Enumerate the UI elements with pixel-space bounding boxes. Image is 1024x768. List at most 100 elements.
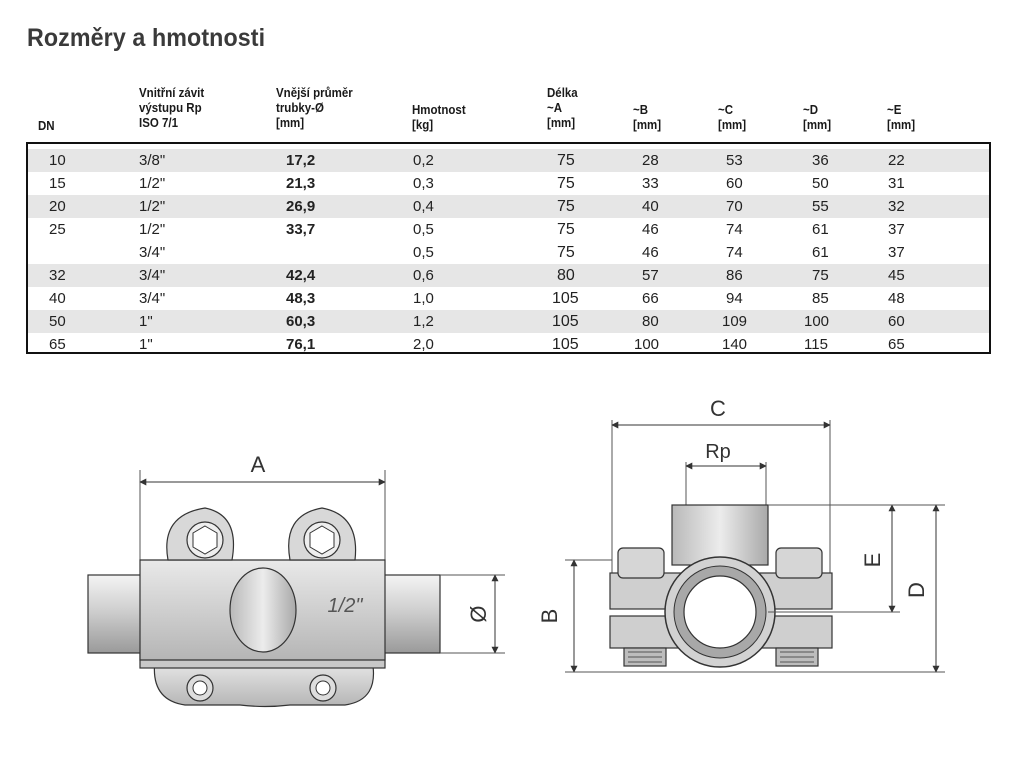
cell-thread: 1" — [139, 313, 153, 330]
cell-d: 100 — [804, 313, 830, 330]
cell-a: 80 — [557, 267, 575, 284]
cell-c: 94 — [726, 290, 743, 307]
table-row: 50 1" 60,3 1,2 105 80 109 100 60 — [28, 310, 989, 333]
cell-dn: 50 — [49, 313, 66, 330]
cell-e: 32 — [888, 198, 905, 215]
cell-e: 37 — [888, 244, 905, 261]
dim-label-diameter: Ø — [466, 605, 491, 622]
table-row: 3/4" 0,5 75 46 74 61 37 — [28, 241, 989, 264]
cell-diameter: 21,3 — [286, 175, 316, 192]
cell-d: 36 — [812, 152, 829, 169]
cell-e: 45 — [888, 267, 905, 284]
cell-c: 74 — [726, 244, 743, 261]
cell-d: 61 — [812, 244, 829, 261]
cell-diameter: 76,1 — [286, 336, 316, 353]
header-c: ~C [mm] — [718, 103, 747, 132]
table-row: 15 1/2" 21,3 0,3 75 33 60 50 31 — [28, 172, 989, 195]
cell-weight: 2,0 — [413, 336, 434, 353]
cell-b: 46 — [642, 244, 659, 261]
cell-diameter: 26,9 — [286, 198, 316, 215]
cell-a: 105 — [552, 313, 579, 330]
cell-weight: 0,5 — [413, 221, 434, 238]
cell-dn: 25 — [49, 221, 66, 238]
cell-weight: 0,3 — [413, 175, 434, 192]
cell-b: 33 — [642, 175, 659, 192]
side-view-drawing: A 1/2" Ø — [87, 452, 505, 708]
cell-thread: 3/4" — [139, 290, 166, 307]
cell-c: 140 — [722, 336, 748, 353]
cell-weight: 0,6 — [413, 267, 434, 284]
cell-thread: 1/2" — [139, 175, 166, 192]
cell-c: 60 — [726, 175, 743, 192]
cell-diameter: 48,3 — [286, 290, 316, 307]
cell-b: 80 — [642, 313, 659, 330]
header-b: ~B [mm] — [633, 103, 662, 132]
cell-c: 53 — [726, 152, 743, 169]
cell-weight: 0,4 — [413, 198, 434, 215]
cell-a: 75 — [557, 175, 575, 192]
cell-e: 37 — [888, 221, 905, 238]
cell-c: 109 — [722, 313, 748, 330]
dim-label-rp: Rp — [705, 441, 731, 463]
dim-label-a: A — [251, 452, 266, 477]
cell-thread: 1" — [139, 336, 153, 353]
cell-thread: 1/2" — [139, 221, 166, 238]
dim-label-d: D — [904, 582, 929, 598]
table-row: 10 3/8" 17,2 0,2 75 28 53 36 22 — [28, 149, 989, 172]
cell-d: 61 — [812, 221, 829, 238]
cell-diameter: 42,4 — [286, 267, 316, 284]
cell-c: 86 — [726, 267, 743, 284]
cell-c: 74 — [726, 221, 743, 238]
table-row: 25 1/2" 33,7 0,5 75 46 74 61 37 — [28, 218, 989, 241]
cell-e: 31 — [888, 175, 905, 192]
cell-e: 65 — [888, 336, 905, 353]
cell-dn: 15 — [49, 175, 66, 192]
cell-thread: 3/4" — [139, 244, 166, 261]
cell-b: 66 — [642, 290, 659, 307]
cell-c: 70 — [726, 198, 743, 215]
cell-a: 105 — [552, 290, 579, 307]
header-weight: Hmotnost [kg] — [412, 103, 466, 132]
cell-weight: 1,2 — [413, 313, 434, 330]
table-row: 32 3/4" 42,4 0,6 80 57 86 75 45 — [28, 264, 989, 287]
dim-label-b: B — [537, 609, 562, 624]
cell-e: 60 — [888, 313, 905, 330]
technical-drawing: A 1/2" Ø C — [87, 396, 945, 708]
cell-a: 75 — [557, 152, 575, 169]
cell-d: 55 — [812, 198, 829, 215]
cell-diameter: 60,3 — [286, 313, 316, 330]
cell-diameter: 17,2 — [286, 152, 316, 169]
cell-b: 46 — [642, 221, 659, 238]
cell-thread: 1/2" — [139, 198, 166, 215]
cell-dn: 32 — [49, 267, 66, 284]
cell-e: 22 — [888, 152, 905, 169]
table-row: 40 3/4" 48,3 1,0 105 66 94 85 48 — [28, 287, 989, 310]
cell-a: 75 — [557, 221, 575, 238]
cell-weight: 0,2 — [413, 152, 434, 169]
cell-dn: 40 — [49, 290, 66, 307]
dimensions-table: 10 3/8" 17,2 0,2 75 28 53 36 22 15 1/2" … — [26, 142, 991, 354]
header-length-a: Délka ~A [mm] — [547, 86, 578, 130]
cell-b: 28 — [642, 152, 659, 169]
header-thread: Vnitřní závit výstupu Rp ISO 7/1 — [139, 86, 205, 130]
front-view-drawing: C Rp B E D — [537, 396, 945, 673]
cell-weight: 1,0 — [413, 290, 434, 307]
cell-thread: 3/8" — [139, 152, 166, 169]
cell-a: 75 — [557, 244, 575, 261]
table-row: 20 1/2" 26,9 0,4 75 40 70 55 32 — [28, 195, 989, 218]
cell-b: 57 — [642, 267, 659, 284]
page-title: Rozměry a hmotnosti — [27, 24, 266, 52]
header-d: ~D [mm] — [803, 103, 832, 132]
cell-dn: 20 — [49, 198, 66, 215]
header-e: ~E [mm] — [887, 103, 916, 132]
cell-weight: 0,5 — [413, 244, 434, 261]
dim-label-c: C — [710, 396, 726, 421]
header-dn: DN — [38, 119, 55, 133]
body-stamp: 1/2" — [328, 595, 364, 617]
cell-d: 85 — [812, 290, 829, 307]
cell-thread: 3/4" — [139, 267, 166, 284]
dim-label-e: E — [860, 553, 885, 568]
cell-b: 100 — [634, 336, 660, 353]
table-row: 65 1" 76,1 2,0 105 100 140 115 65 — [28, 333, 989, 356]
cell-a: 75 — [557, 198, 575, 215]
